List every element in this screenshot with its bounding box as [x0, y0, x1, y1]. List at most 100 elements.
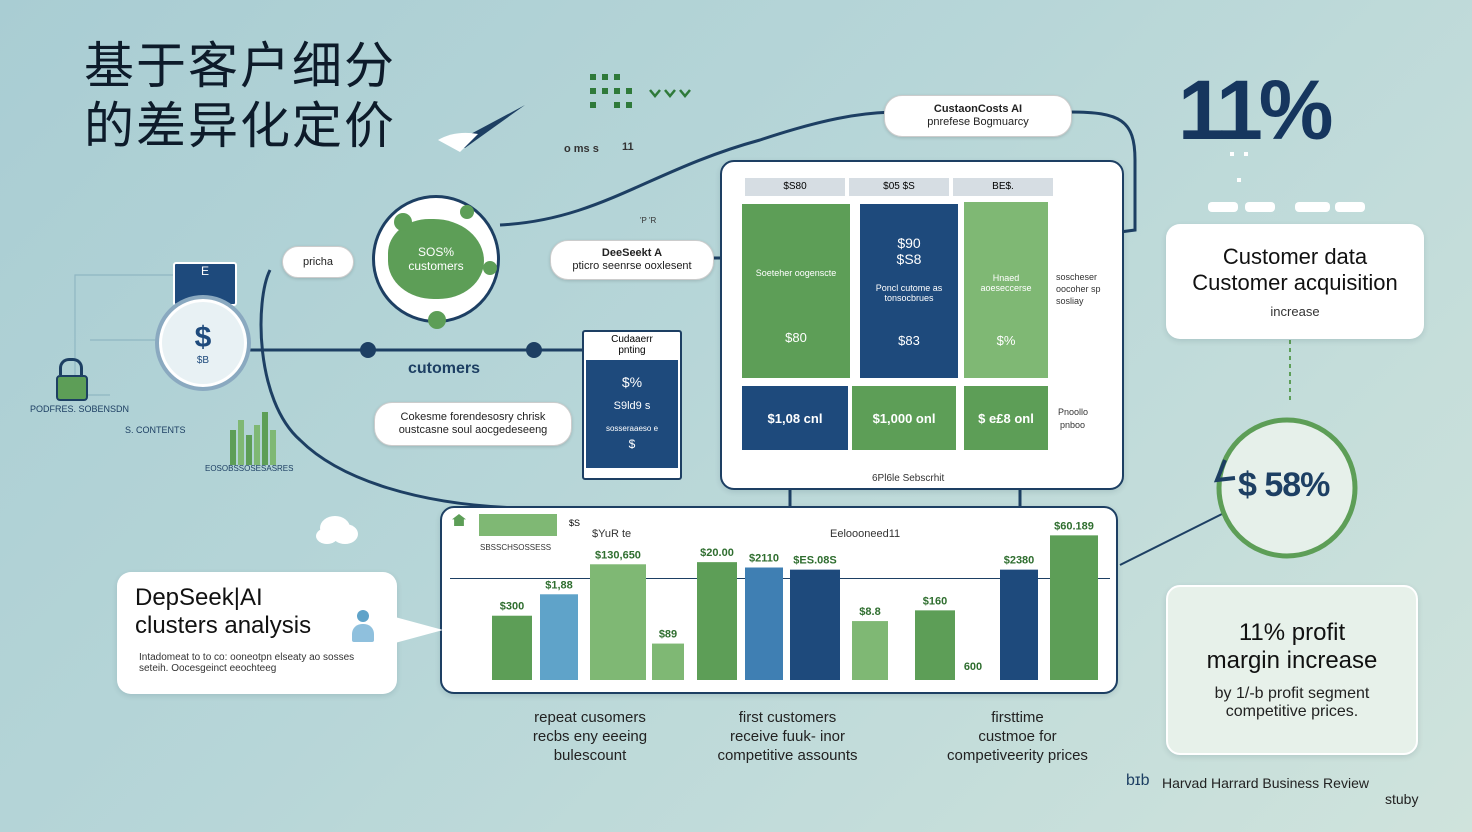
segment-tile-2: Hnaed aoeseccerse $%	[962, 200, 1050, 380]
segment-bottom-tile-2-val: $ e£8 onl	[978, 410, 1034, 426]
side-label-5: pnboo	[1060, 420, 1086, 430]
segment-pill-line1: Cokesme forendesosry chrisk	[400, 411, 546, 424]
pricing-val3: sosseraaeso e	[605, 424, 659, 433]
bar-7	[852, 621, 888, 680]
profit-line1: 11% profit	[1238, 619, 1346, 646]
segment-tile-0-name: Soeteher oogenscte	[755, 267, 837, 278]
deepseek-pill: DeeSeekt A pticro seenrse ooxlesent	[550, 240, 714, 280]
customers-caption: cutomers	[408, 360, 481, 377]
source-logo: bɪb	[1126, 772, 1150, 789]
caption-1-line3: competitive assounts	[717, 747, 858, 764]
side-label-2: oocoher sp	[1056, 284, 1101, 294]
deepseek-sub1: Intadomeat to to co: ooneotpn elseaty ao…	[139, 652, 355, 663]
segment-bottom-tile-1: $1,000 onl	[850, 384, 958, 452]
grid-header-2: BE$.	[953, 178, 1053, 196]
legend-center: Eeloooneed11	[830, 528, 901, 540]
caption-1: first customers receive fuuk- inor compe…	[700, 708, 875, 765]
customers-blob-shape: SOS% customers	[388, 219, 484, 299]
dot-grid-icon	[590, 74, 691, 108]
segment-pill: Cokesme forendesosry chrisk oustcasne so…	[374, 402, 572, 446]
caption-0-line3: bulescount	[553, 747, 627, 764]
pricha-pill: pricha	[282, 246, 354, 278]
bar-label-1: $1,88	[545, 579, 573, 591]
tiny-label: 'P 'R	[640, 216, 657, 225]
top-small-right: 11	[622, 141, 634, 153]
segment-tile-1-name: Poncl cutome as tonsocbrues	[875, 282, 943, 303]
caption-2-line3: competiveerity prices	[947, 747, 1088, 764]
customers-blob: SOS% customers	[372, 195, 500, 323]
bar-label-5: $2110	[749, 553, 779, 565]
segment-tile-1-val2: $S8	[896, 250, 922, 267]
pricing-card: Cudaaerr pnting $% S9ld9 s sosseraaeso e…	[582, 330, 682, 480]
caption-1-line1: first customers	[738, 709, 837, 726]
coin-symbol: $	[194, 320, 212, 354]
segment-tile-1-val: $83	[898, 332, 920, 348]
segment-bottom-tile-0-val: $1,08 cnl	[767, 410, 823, 426]
caption-1-line2: receive fuuk- inor	[729, 728, 846, 745]
top-small-left: o ms s	[564, 143, 599, 155]
segment-tile-0: Soeteher oogenscte $80	[740, 202, 852, 380]
home-icon	[452, 514, 466, 526]
bar-label-6: $ES.08S	[793, 555, 836, 567]
contents-label: S. CONTENTS	[125, 425, 186, 435]
deepseek-pill-line1: DeeSeekt A	[601, 247, 663, 260]
profit-line2: margin increase	[1206, 647, 1378, 674]
deepseek-pill-line2: pticro seenrse ooxlesent	[572, 260, 692, 272]
grid-header-1: $05 $S	[849, 178, 949, 196]
pricing-title2: pnting	[618, 345, 646, 356]
pricing-title1: Cudaaerr	[611, 334, 653, 345]
bar-4	[697, 562, 737, 680]
top-pill-line1: CustaonCosts AI	[933, 103, 1023, 116]
segment-pill-line2: oustcasne soul aocgedeseeng	[398, 424, 548, 436]
customer-data-line2: Customer acquisition	[1192, 270, 1398, 295]
page-title-line1: 基于客户细分	[84, 37, 396, 95]
bar-label-0: $300	[500, 601, 524, 613]
card-pointer-icon	[395, 617, 443, 643]
top-pill-line2: pnrefese Bogmuarcy	[927, 116, 1029, 128]
customer-data-line1: Customer data	[1222, 244, 1368, 269]
side-label-4: Pnoollo	[1058, 407, 1089, 417]
legend-sub: SBSSCHSOSSESS	[480, 543, 552, 552]
bar-6	[790, 569, 840, 680]
bar-label-9: 600	[964, 661, 982, 673]
segment-bottom-tile-1-val: $1,000 onl	[872, 410, 936, 426]
top-info-pill: CustaonCosts AI pnrefese Bogmuarcy	[884, 95, 1072, 137]
cloud-icon	[320, 516, 350, 540]
profit-line3: by 1/-b profit segment	[1214, 685, 1370, 702]
circle-percentage: $ 58%	[1238, 466, 1330, 504]
page-title-line2: 的差异化定价	[84, 97, 396, 155]
bar-label-11: $60.189	[1054, 520, 1094, 532]
coin-sub: $B	[196, 354, 210, 366]
segment-tile-1-val1: $90	[897, 234, 921, 251]
bar-label-2: $130,650	[595, 549, 641, 561]
profit-card: 11% profit margin increase by 1/-b profi…	[1166, 585, 1418, 755]
segment-grid-footer: 6Pl6le Sebscrhit	[872, 473, 945, 484]
source-text: Harvad Harrard Business Review	[1162, 775, 1369, 791]
side-label-3: sosliay	[1056, 296, 1084, 306]
decor-dots-icon	[1208, 152, 1365, 212]
bar-5	[745, 567, 783, 680]
bar-label-4: $20.00	[700, 547, 734, 559]
caption-2-line2: custmoe for	[978, 728, 1057, 745]
caption-0-line2: recbs eny eeeing	[532, 728, 648, 745]
deepseek-title2: clusters analysis	[135, 612, 312, 639]
deepseek-sub2: seteih. Oocesgeinct eeochteeg	[139, 663, 277, 674]
headline-percentage: 11%	[1178, 63, 1333, 157]
bar-1	[540, 594, 578, 680]
bar-3	[652, 643, 684, 680]
caption-0-line1: repeat cusomers	[534, 709, 646, 726]
pricing-val2: S9ld9 s	[613, 400, 651, 412]
paper-plane-icon	[438, 105, 525, 152]
side-label-1: soscheser	[1056, 272, 1098, 282]
bar-label-8: $160	[923, 595, 947, 607]
customer-data-line3: increase	[1270, 304, 1320, 319]
dollar-coin-icon: $ $B	[155, 295, 251, 391]
pricing-val1: $%	[621, 374, 643, 390]
segment-bottom-tile-0: $1,08 cnl	[740, 384, 850, 452]
page-title: 基于客户细分 的差异化定价	[84, 36, 396, 156]
segment-bottom-tile-2: $ e£8 onl	[962, 384, 1050, 452]
bar-0	[492, 615, 532, 680]
caption-2: firsttime custmoe for competiveerity pri…	[925, 708, 1110, 765]
segment-grid-header: $S80 $05 $S BE$.	[745, 178, 1053, 196]
caption-0: repeat cusomers recbs eny eeeing bulesco…	[505, 708, 675, 765]
